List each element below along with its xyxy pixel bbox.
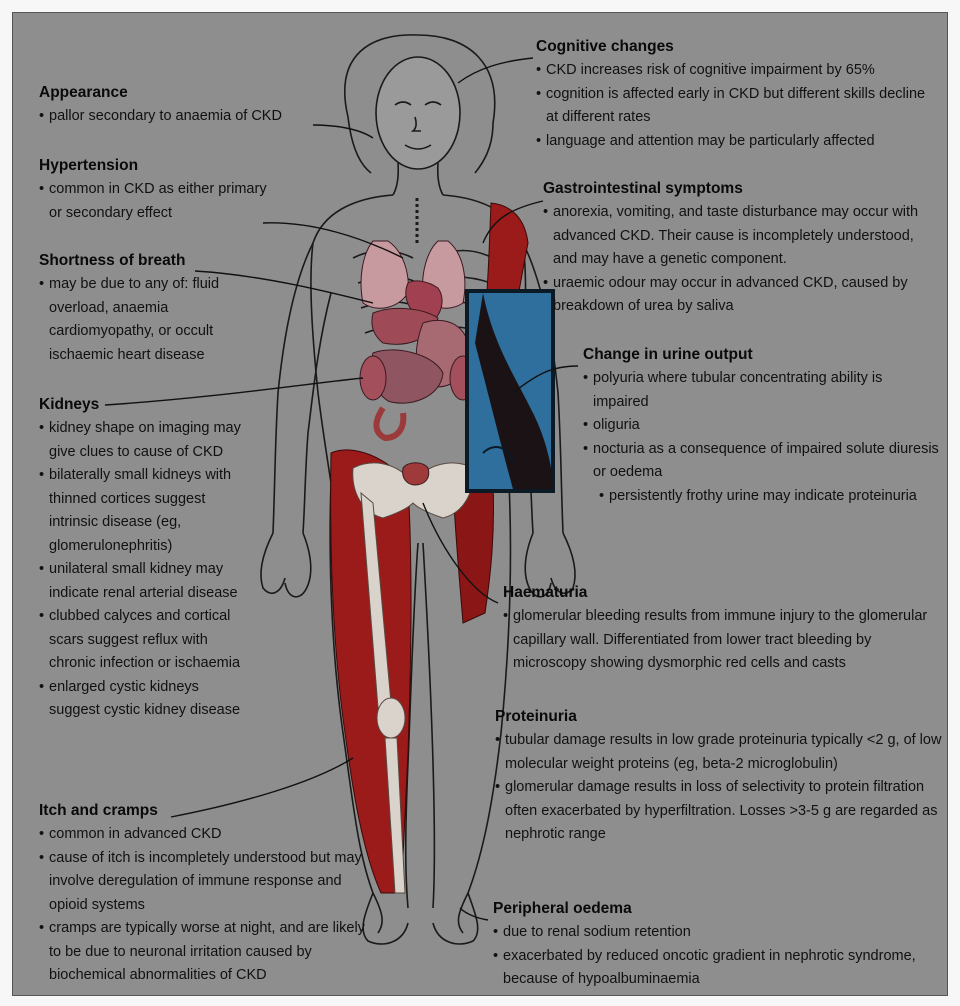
section-appearance: Appearance pallor secondary to anaemia o… [39, 81, 329, 129]
section-title: Proteinuria [495, 705, 943, 729]
list-item: unilateral small kidney may indicate ren… [39, 558, 244, 605]
left-lung [361, 241, 408, 308]
list-item: glomerular bleeding results from immune … [503, 605, 943, 676]
section-shortness-of-breath: Shortness of breath may be due to any of… [39, 249, 259, 367]
section-cognitive-changes: Cognitive changes CKD increases risk of … [536, 35, 941, 153]
list-item: cognition is affected early in CKD but d… [536, 83, 941, 130]
list-item: kidney shape on imaging may give clues t… [39, 417, 244, 464]
section-title: Kidneys [39, 393, 244, 417]
list-item: polyuria where tubular concentrating abi… [583, 367, 941, 414]
blue-inset [467, 291, 553, 491]
list-item: pallor secondary to anaemia of CKD [39, 105, 329, 129]
list-item: bilaterally small kidneys with thinned c… [39, 464, 244, 558]
section-title: Gastrointestinal symptoms [543, 177, 941, 201]
section-title: Change in urine output [583, 343, 941, 367]
leader-cognitive [458, 58, 533, 83]
section-peripheral-oedema: Peripheral oedema due to renal sodium re… [493, 897, 933, 992]
section-title: Peripheral oedema [493, 897, 933, 921]
section-change-in-urine-output: Change in urine output polyuria where tu… [583, 343, 941, 508]
list-item: cause of itch is incompletely understood… [39, 847, 374, 918]
section-hypertension: Hypertension common in CKD as either pri… [39, 154, 269, 225]
organs [360, 241, 476, 485]
list-item: may be due to any of: fluid overload, an… [39, 273, 259, 367]
section-gastrointestinal: Gastrointestinal symptoms anorexia, vomi… [543, 177, 941, 319]
list-subitem: persistently frothy urine may indicate p… [599, 485, 941, 509]
right-foot [433, 893, 478, 944]
list-item: glomerular damage results in loss of sel… [495, 776, 943, 847]
list-item: language and attention may be particular… [536, 130, 941, 154]
list-item: nocturia as a consequence of impaired so… [583, 438, 941, 485]
section-title: Itch and cramps [39, 799, 374, 823]
list-item: cramps are typically worse at night, and… [39, 917, 374, 988]
list-item: anorexia, vomiting, and taste disturbanc… [543, 201, 941, 272]
left-hand [261, 533, 311, 597]
section-title: Cognitive changes [536, 35, 941, 59]
section-kidneys: Kidneys kidney shape on imaging may give… [39, 393, 244, 723]
list-item: clubbed calyces and cortical scars sugge… [39, 605, 244, 676]
list-item: enlarged cystic kidneys suggest cystic k… [39, 676, 244, 723]
section-title: Shortness of breath [39, 249, 259, 273]
list-item: common in CKD as either primary or secon… [39, 178, 269, 225]
section-title: Appearance [39, 81, 329, 105]
list-item: exacerbated by reduced oncotic gradient … [493, 945, 933, 992]
colon [376, 408, 403, 438]
section-haematuria: Haematuria glomerular bleeding results f… [503, 581, 943, 676]
list-item: tubular damage results in low grade prot… [495, 729, 943, 776]
list-item: oliguria [583, 414, 941, 438]
list-item: uraemic odour may occur in advanced CKD,… [543, 272, 941, 319]
section-title: Hypertension [39, 154, 269, 178]
list-item: CKD increases risk of cognitive impairme… [536, 59, 941, 83]
list-item: due to renal sodium retention [493, 921, 933, 945]
head [376, 57, 460, 169]
bladder [403, 463, 429, 485]
knee [377, 698, 405, 738]
section-itch-and-cramps: Itch and cramps common in advanced CKD c… [39, 799, 374, 988]
section-proteinuria: Proteinuria tubular damage results in lo… [495, 705, 943, 847]
section-title: Haematuria [503, 581, 943, 605]
kidney-left [360, 356, 386, 400]
figure-frame: Appearance pallor secondary to anaemia o… [12, 12, 948, 996]
list-item: common in advanced CKD [39, 823, 374, 847]
